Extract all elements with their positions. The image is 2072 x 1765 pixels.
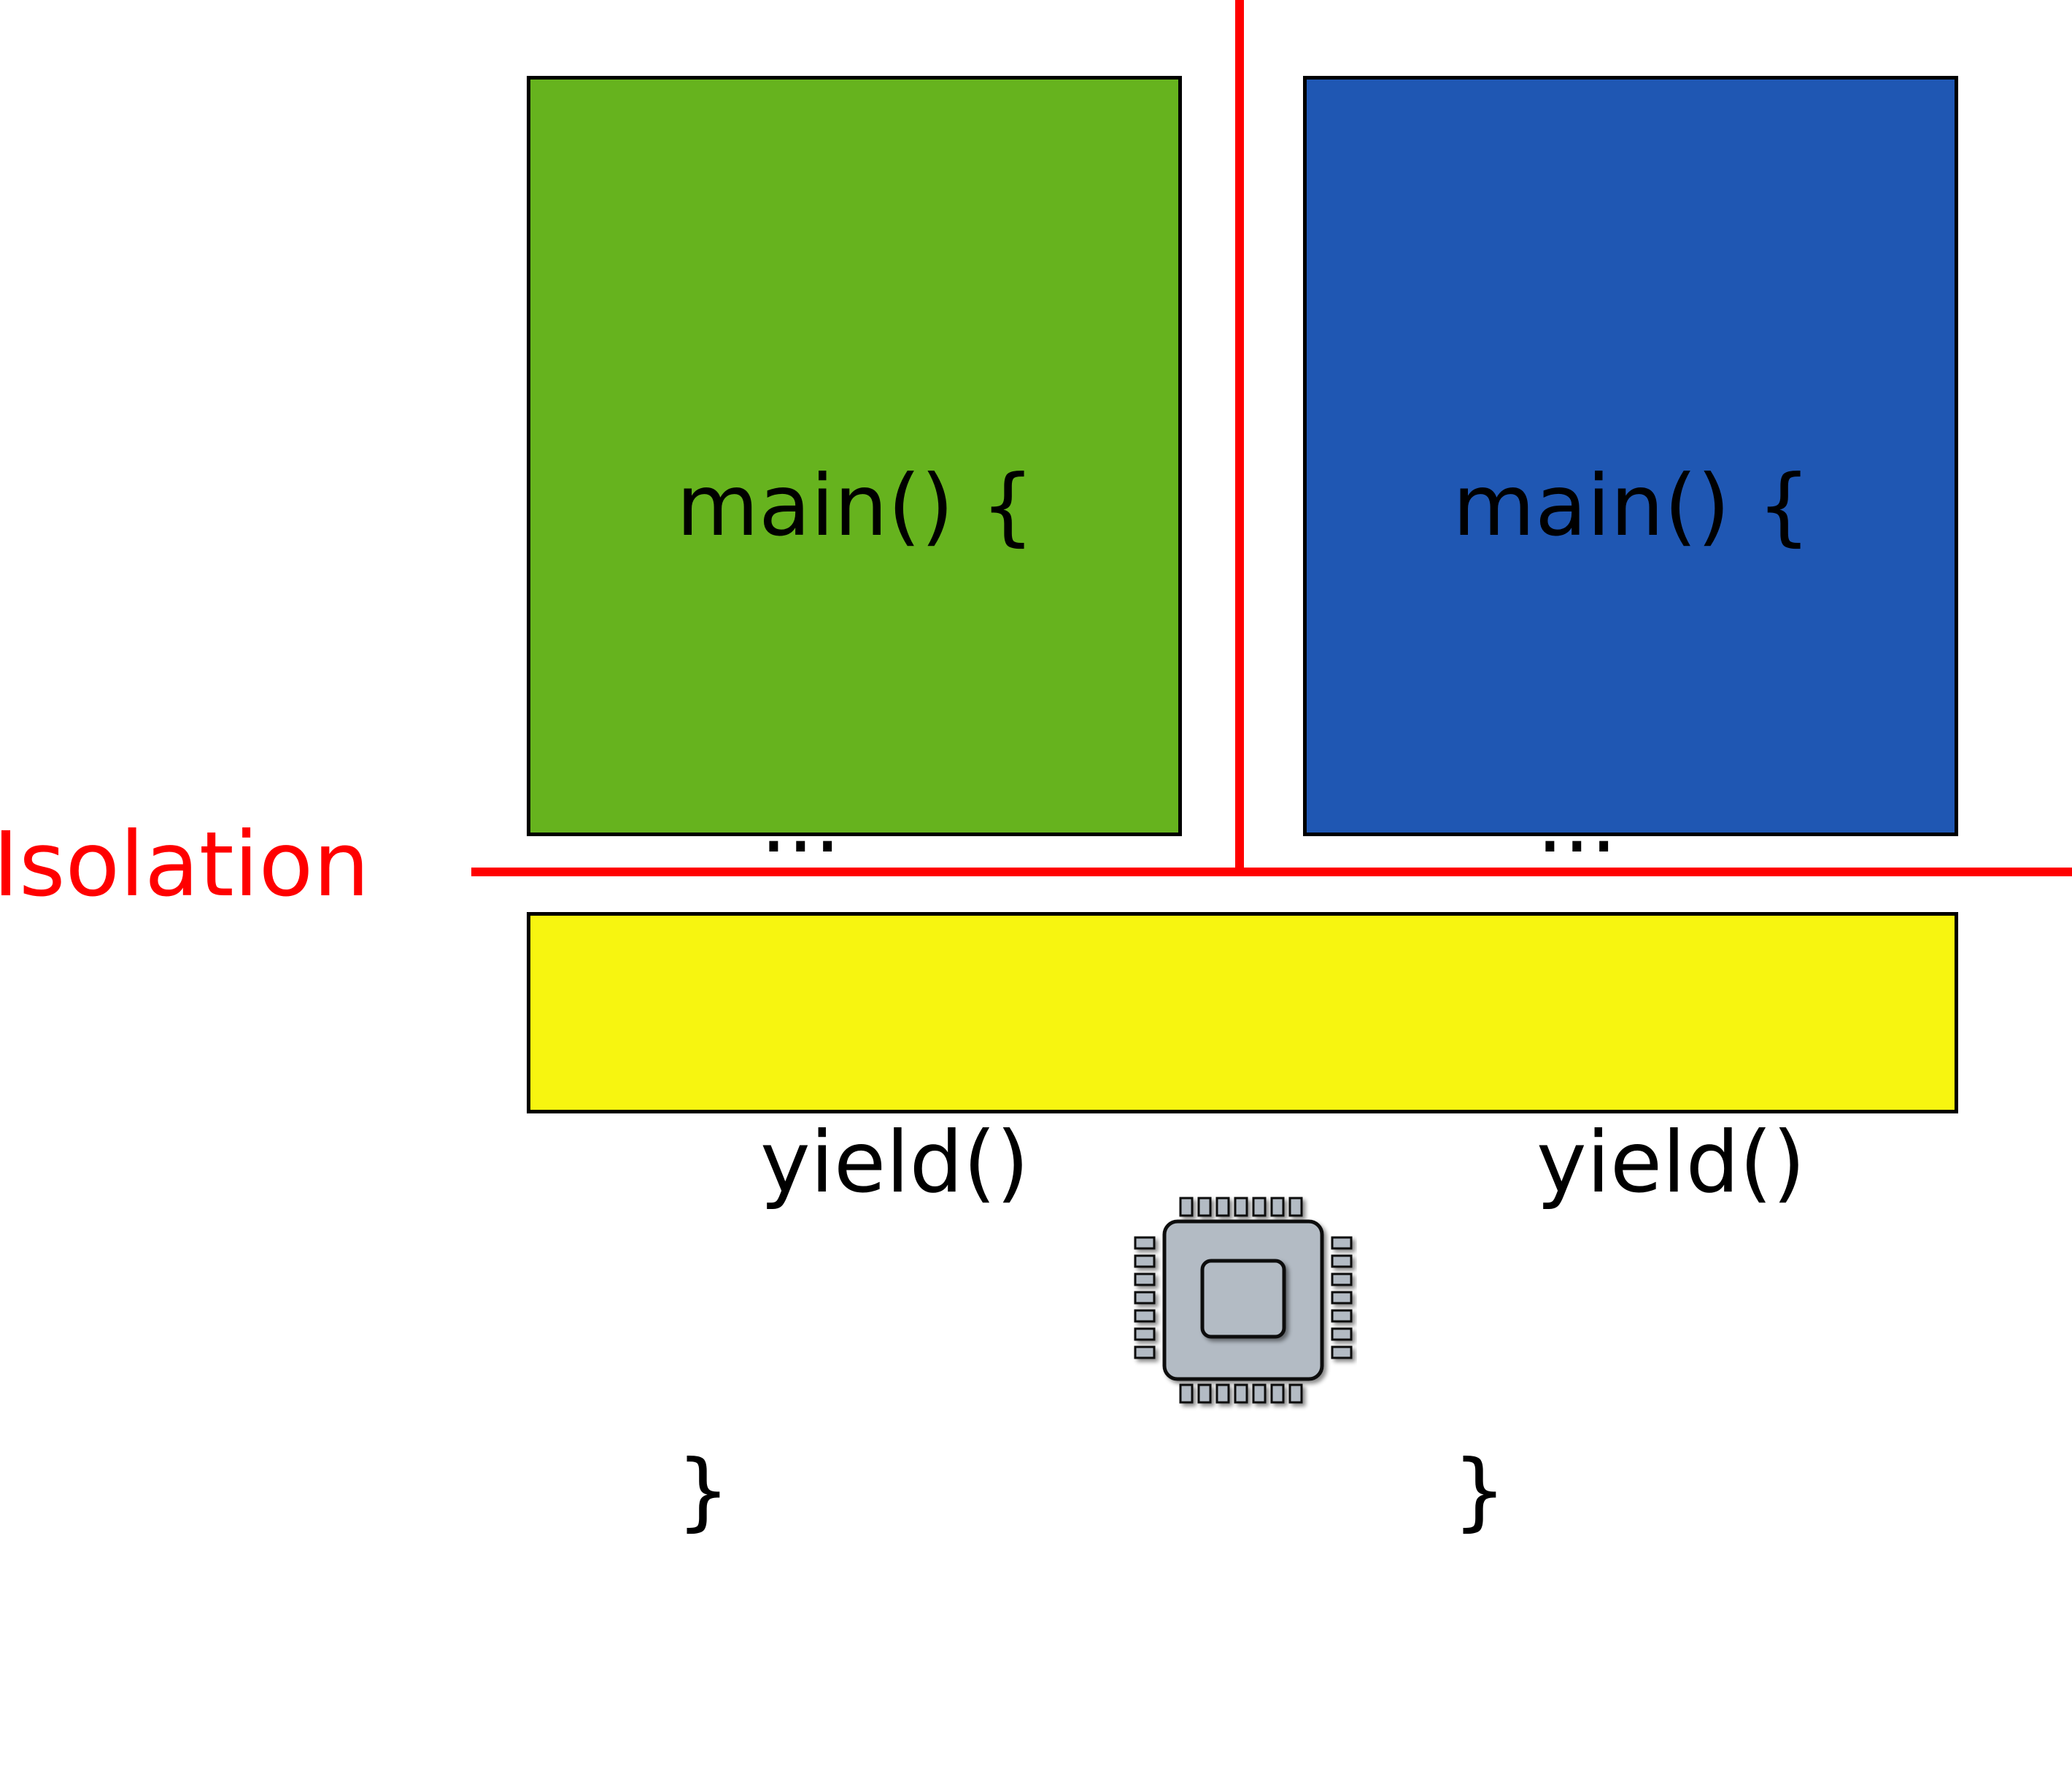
cpu-pin bbox=[1197, 1197, 1212, 1217]
code-line-close-brace: } bbox=[676, 1442, 730, 1540]
cpu-pin bbox=[1331, 1345, 1353, 1359]
cpu-pin bbox=[1331, 1327, 1353, 1341]
cpu-pin bbox=[1179, 1383, 1194, 1404]
cpu-pin bbox=[1134, 1291, 1156, 1305]
blue-program-box: main() { ... yield() } bbox=[1303, 76, 1958, 1540]
cpu-pin bbox=[1331, 1236, 1353, 1250]
cpu-chip-icon bbox=[1134, 1197, 1353, 1404]
code-line-yield: yield() bbox=[1536, 1113, 1806, 1212]
code-line-ellipsis: ... bbox=[1536, 773, 1617, 872]
cpu-pin bbox=[1134, 1327, 1156, 1341]
cpu-pin bbox=[1331, 1254, 1353, 1268]
cpu-pin bbox=[1288, 1383, 1303, 1404]
cpu-pin bbox=[1234, 1197, 1248, 1217]
code-line-main: main() { bbox=[676, 457, 1035, 555]
diagram-canvas: main() { ... yield() } main() { ... yiel… bbox=[0, 0, 2072, 1540]
cpu-pin bbox=[1252, 1197, 1267, 1217]
cpu-pin bbox=[1331, 1272, 1353, 1286]
cpu-pin bbox=[1134, 1309, 1156, 1323]
shared-layer-box bbox=[527, 912, 1958, 1113]
cpu-pin bbox=[1288, 1197, 1303, 1217]
cpu-pin bbox=[1197, 1383, 1212, 1404]
cpu-pin bbox=[1270, 1197, 1285, 1217]
code-line-yield: yield() bbox=[760, 1113, 1029, 1212]
cpu-pin bbox=[1215, 1383, 1230, 1404]
cpu-pin bbox=[1134, 1254, 1156, 1268]
code-line-close-brace: } bbox=[1453, 1442, 1507, 1540]
cpu-pin bbox=[1252, 1383, 1267, 1404]
code-line-ellipsis: ... bbox=[760, 773, 841, 872]
isolation-vertical-line bbox=[1235, 0, 1244, 872]
code-line-main: main() { bbox=[1453, 457, 1812, 555]
cpu-pin bbox=[1234, 1383, 1248, 1404]
cpu-pin bbox=[1134, 1272, 1156, 1286]
green-program-box: main() { ... yield() } bbox=[527, 76, 1182, 1540]
cpu-pin bbox=[1331, 1309, 1353, 1323]
cpu-pin bbox=[1215, 1197, 1230, 1217]
cpu-pin bbox=[1270, 1383, 1285, 1404]
isolation-horizontal-line bbox=[471, 868, 2072, 876]
cpu-pin bbox=[1134, 1236, 1156, 1250]
cpu-pin bbox=[1179, 1197, 1194, 1217]
cpu-pin bbox=[1134, 1345, 1156, 1359]
cpu-pin bbox=[1331, 1291, 1353, 1305]
isolation-label: Isolation bbox=[0, 813, 370, 916]
